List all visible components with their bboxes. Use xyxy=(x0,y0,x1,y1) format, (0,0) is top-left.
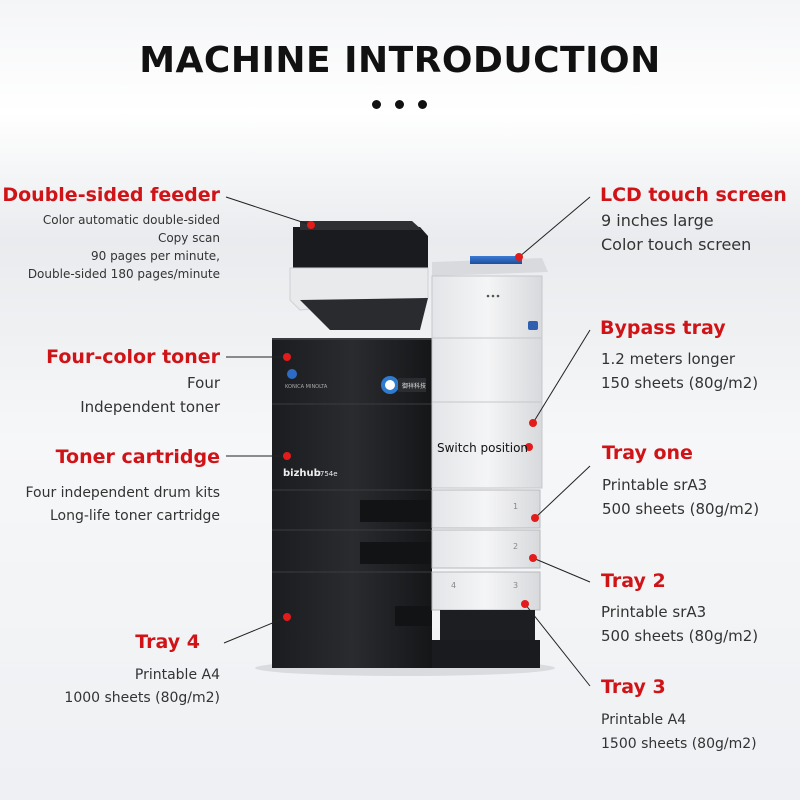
tray-3-desc: Printable A4 1500 sheets (80g/m2) xyxy=(601,712,757,752)
four-color-desc: Four Independent toner xyxy=(80,374,220,416)
tray-number-2: 2 xyxy=(513,542,519,551)
tray-4-desc: Printable A4 1000 sheets (80g/m2) xyxy=(64,667,220,706)
dealer-badge: 御祥科技 xyxy=(402,383,427,390)
tray-number-3: 3 xyxy=(513,581,519,590)
lcd-desc: 9 inches large Color touch screen xyxy=(601,211,752,254)
tray-number-1: 1 xyxy=(513,502,519,511)
tray-2-desc: Printable srA3 500 sheets (80g/m2) xyxy=(601,603,759,645)
tray-one-desc: Printable srA3 500 sheets (80g/m2) xyxy=(602,476,760,518)
title-dots xyxy=(372,100,428,110)
tray-3-title: Tray 3 xyxy=(601,676,666,698)
marker-four-color xyxy=(283,353,291,361)
toner-cartridge-desc: Four independent drum kits Long-life ton… xyxy=(25,485,220,524)
page-title: MACHINE INTRODUCTION xyxy=(139,40,661,81)
tray-4-title: Tray 4 xyxy=(135,631,200,653)
marker-switch xyxy=(525,443,533,451)
toner-cartridge-title: Toner cartridge xyxy=(55,446,220,468)
marker-toner-cartridge xyxy=(283,452,291,460)
marker-tray-3 xyxy=(521,600,529,608)
marker-feeder xyxy=(307,221,315,229)
tray-number-4: 4 xyxy=(451,581,457,590)
four-color-title: Four-color toner xyxy=(46,346,220,368)
tray-2-title: Tray 2 xyxy=(601,570,666,592)
marker-lcd xyxy=(515,253,523,261)
maker-logo-text: KONICA MINOLTA xyxy=(285,384,328,390)
model-brand: bizhub xyxy=(283,468,321,479)
bypass-title: Bypass tray xyxy=(600,317,726,339)
feeder-title: Double-sided feeder xyxy=(2,184,220,206)
marker-tray-2 xyxy=(529,554,537,562)
tray-one-title: Tray one xyxy=(602,442,693,464)
switch-position-label: Switch position xyxy=(437,441,529,455)
lcd-title: LCD touch screen xyxy=(600,184,787,206)
bypass-desc: 1.2 meters longer 150 sheets (80g/m2) xyxy=(601,350,759,392)
marker-tray-4 xyxy=(283,613,291,621)
feeder-desc: Color automatic double-sided Copy scan 9… xyxy=(27,213,220,281)
model-number: C754e xyxy=(315,470,338,478)
marker-tray-one xyxy=(531,514,539,522)
marker-bypass xyxy=(529,419,537,427)
